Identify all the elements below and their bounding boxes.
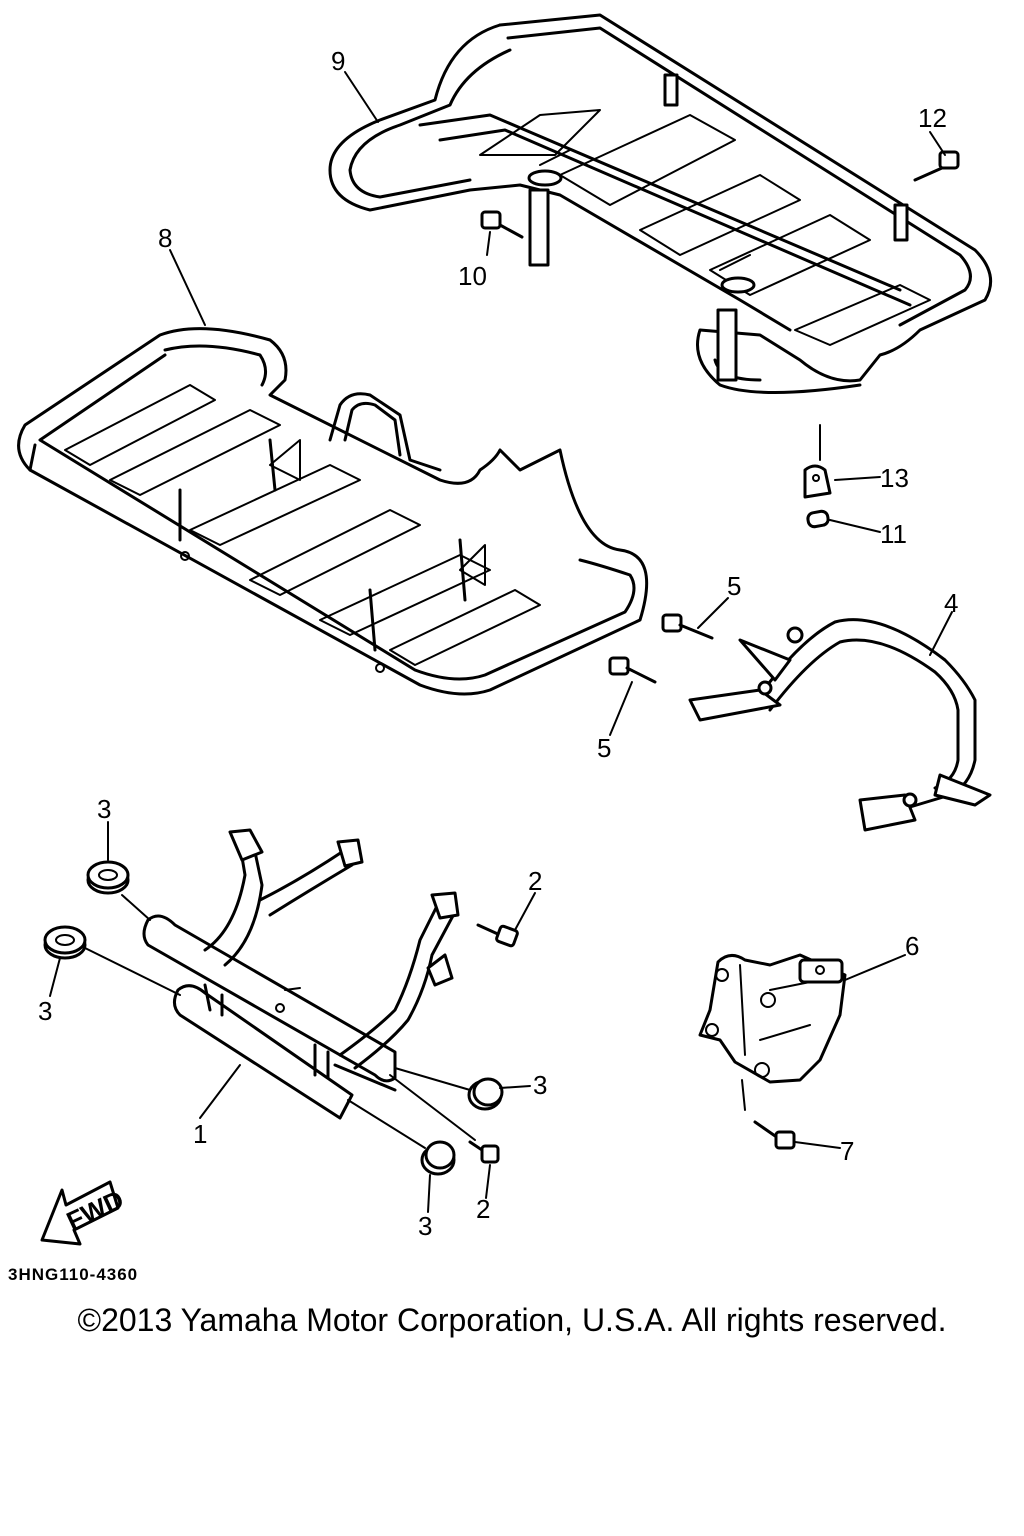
leader-lines [49, 71, 953, 1213]
callout-3-left: 3 [38, 996, 52, 1026]
collar-3-top [86, 860, 130, 895]
drawing-code: 3HNG110-4360 [8, 1265, 139, 1284]
callout-13: 13 [880, 463, 909, 493]
collar-3-right [467, 1077, 504, 1111]
callout-1: 1 [193, 1119, 207, 1149]
callout-3-bottom: 3 [418, 1211, 432, 1241]
callout-12: 12 [918, 103, 947, 133]
pin-11 [806, 509, 830, 529]
rear-bracket [688, 618, 992, 832]
parts-diagram: FWD 1 2 2 3 3 3 3 4 5 5 6 7 8 9 10 11 12… [17, 13, 993, 1246]
collar-3-bottom [420, 1140, 456, 1176]
callout-5-lower: 5 [597, 733, 611, 763]
bolt-10 [480, 210, 524, 239]
callout-3-top: 3 [97, 794, 111, 824]
collar-3-left [43, 925, 87, 960]
callout-4: 4 [944, 588, 958, 618]
clip-13 [803, 464, 832, 499]
mount-bracket [698, 953, 847, 1084]
callout-7: 7 [840, 1136, 854, 1166]
callout-3-right: 3 [533, 1070, 547, 1100]
copyright-notice: ©2013 Yamaha Motor Corporation, U.S.A. A… [77, 1302, 947, 1338]
callout-11: 11 [880, 519, 907, 549]
front-guard [142, 828, 460, 1120]
callout-5-upper: 5 [727, 571, 741, 601]
callout-2-lower: 2 [476, 1194, 490, 1224]
bolt-7 [753, 1120, 796, 1150]
fwd-arrow: FWD [40, 1180, 128, 1246]
bolt-5-lower [608, 656, 657, 684]
callout-2-upper: 2 [528, 866, 542, 896]
front-carrier-rack [17, 327, 649, 696]
callout-6: 6 [905, 931, 919, 961]
rear-carrier-rack [328, 13, 993, 394]
callout-10: 10 [458, 261, 487, 291]
bolt-12 [913, 150, 960, 182]
bolt-2-upper [476, 923, 519, 948]
bolt-5-upper [661, 613, 714, 640]
callout-8: 8 [158, 223, 172, 253]
bolt-2-lower [468, 1140, 500, 1164]
callout-9: 9 [331, 46, 345, 76]
